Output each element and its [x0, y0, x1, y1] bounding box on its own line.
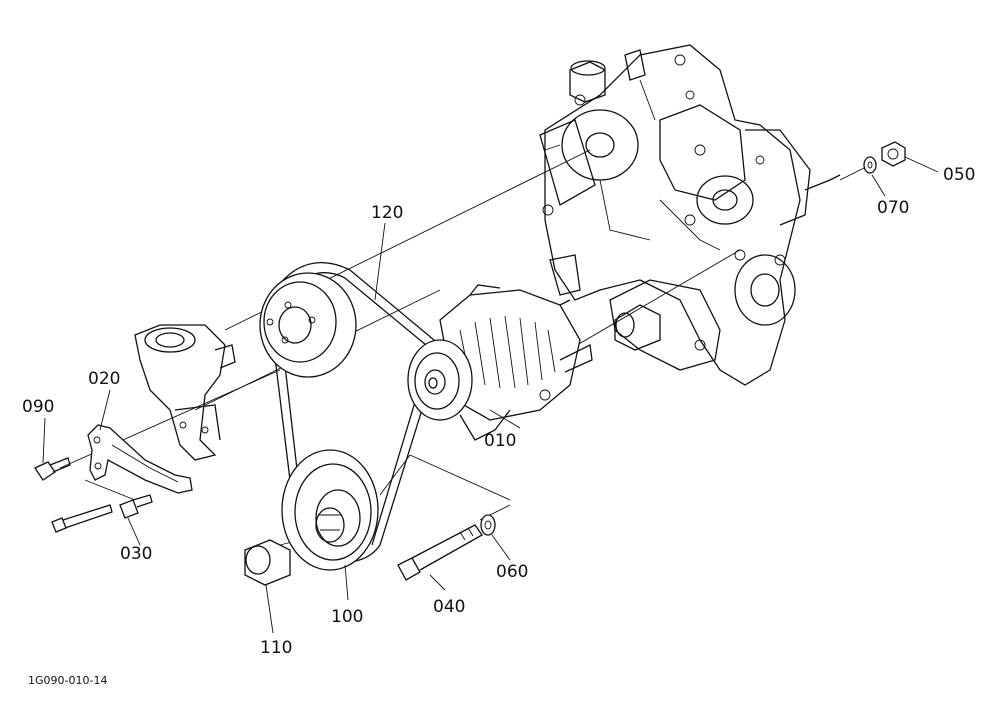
- bolt-090-drawing: [34, 457, 71, 481]
- label-060: 060: [496, 562, 528, 582]
- label-050: 050: [943, 165, 975, 185]
- leader-lines: [42, 156, 939, 634]
- washer-060-drawing: [480, 514, 496, 536]
- label-030: 030: [120, 544, 152, 564]
- bolt-040-drawing: [397, 524, 483, 581]
- label-110: 110: [260, 638, 292, 658]
- nut-050-drawing: [881, 141, 906, 167]
- crank-pulley-drawing: [281, 449, 379, 571]
- label-010: 010: [484, 431, 516, 451]
- label-070: 070: [877, 198, 909, 218]
- long-bolt-drawing: [51, 504, 113, 533]
- water-pump-pulley-drawing: [259, 272, 357, 378]
- label-020: 020: [88, 369, 120, 389]
- alternator-drawing: [407, 284, 593, 441]
- lock-washer-070-drawing: [863, 156, 877, 174]
- label-120: 120: [371, 203, 403, 223]
- label-100: 100: [331, 607, 363, 627]
- label-040: 040: [433, 597, 465, 617]
- label-090: 090: [22, 397, 54, 417]
- engine-block-drawing: [539, 44, 841, 386]
- bracket-drawing: [87, 424, 193, 494]
- bolt-030-drawing: [119, 494, 153, 519]
- cap-110-drawing: [244, 539, 291, 586]
- thermostat-housing-drawing: [134, 324, 236, 461]
- drawing-code: 1G090-010-14: [28, 674, 107, 687]
